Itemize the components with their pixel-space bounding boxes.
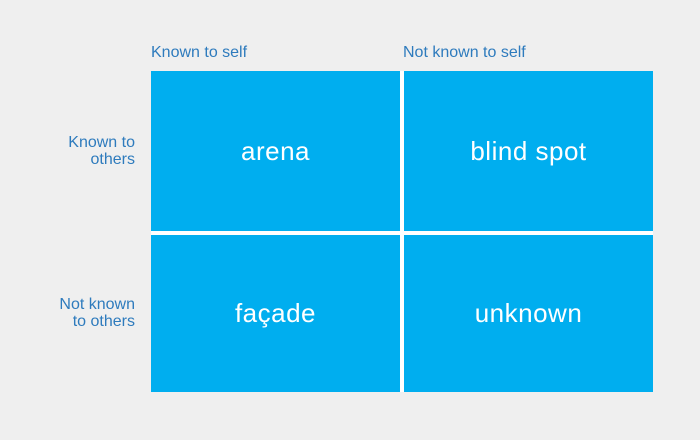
quadrant-grid: arena blind spot façade unknown	[151, 71, 653, 392]
quadrant-facade: façade	[151, 235, 400, 392]
quadrant-arena: arena	[151, 71, 400, 231]
quadrant-blind-spot: blind spot	[404, 71, 653, 231]
row-label-known-to-others: Known to others	[68, 134, 135, 168]
column-header-known-to-self: Known to self	[151, 44, 248, 61]
quadrant-unknown: unknown	[404, 235, 653, 392]
row-label-not-known-to-others: Not known to others	[59, 296, 135, 330]
column-header-not-known-to-self: Not known to self	[403, 44, 526, 61]
